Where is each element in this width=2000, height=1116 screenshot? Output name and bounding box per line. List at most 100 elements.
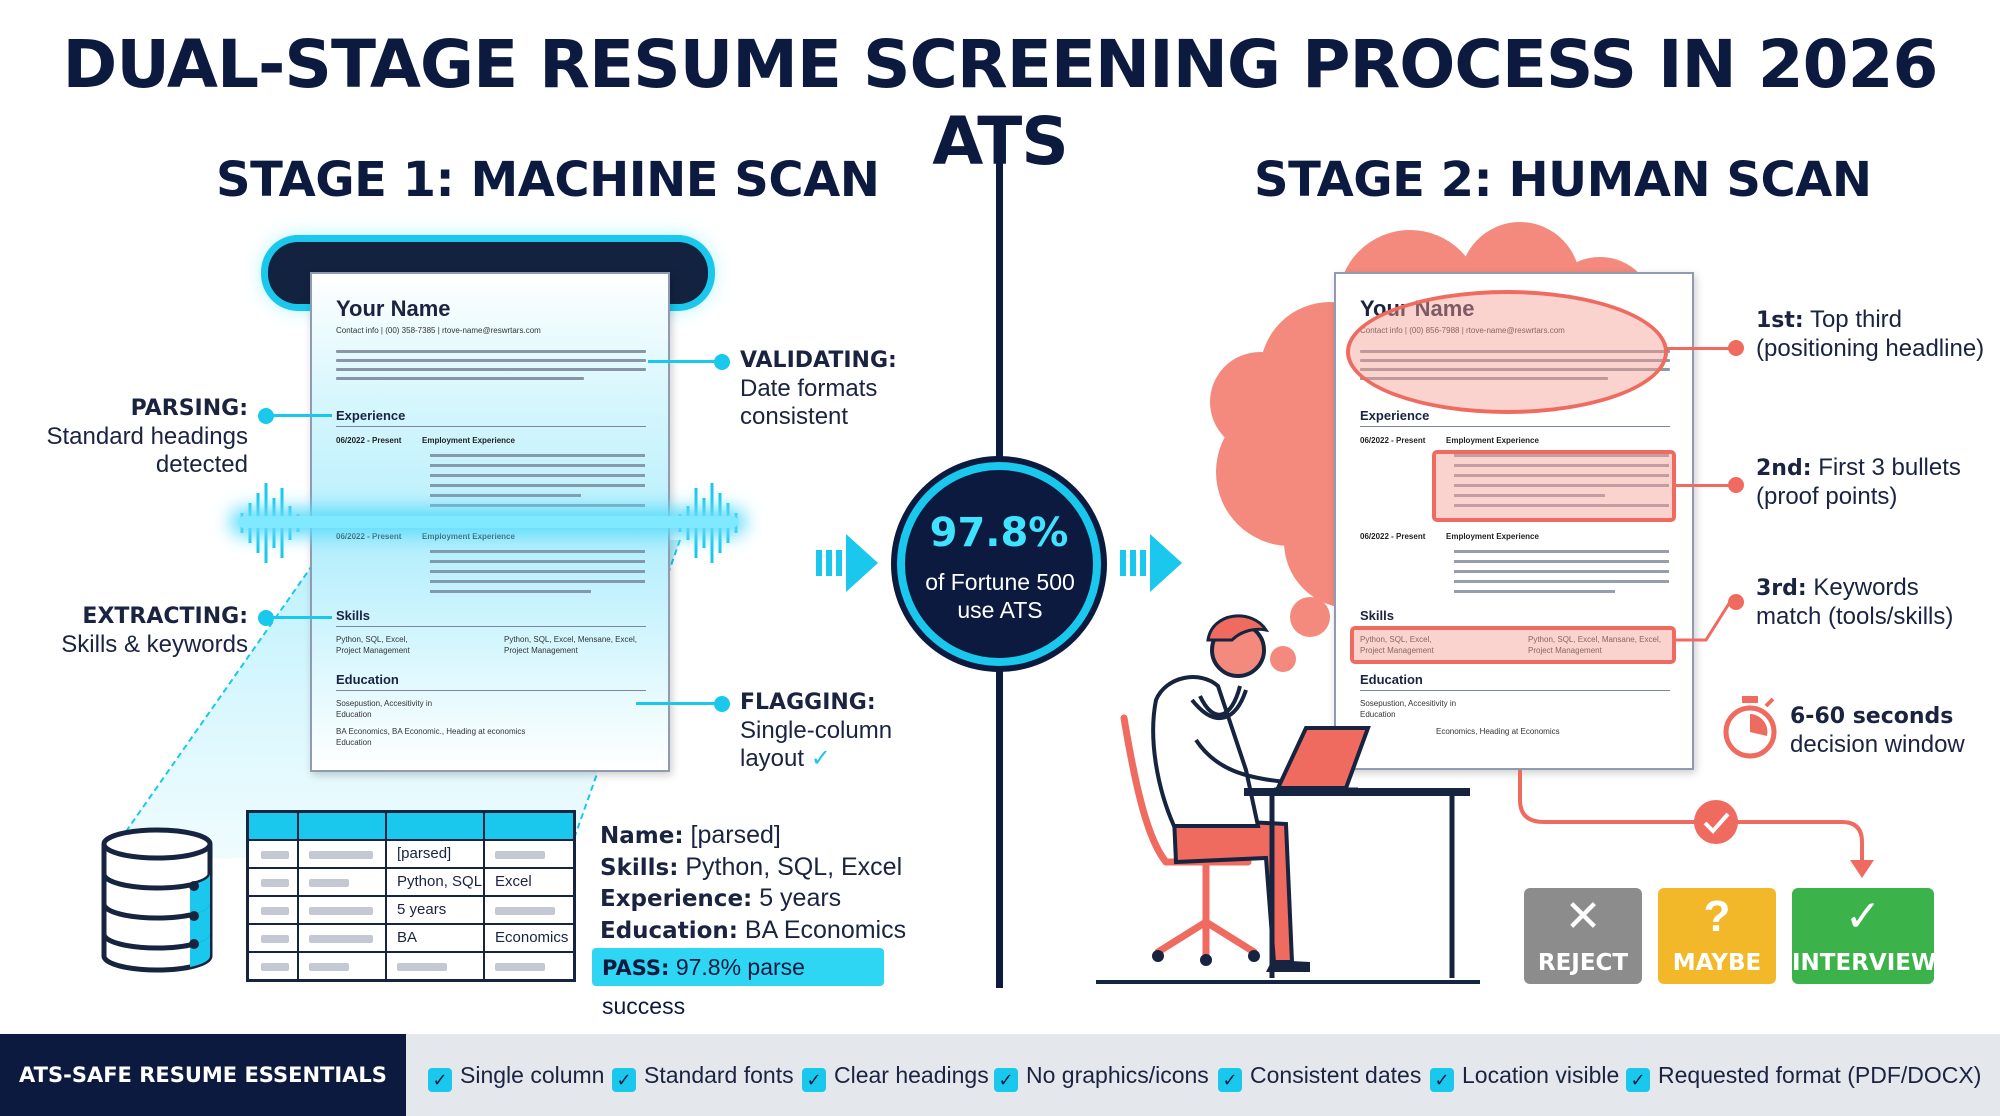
table-row: Python, SQL Excel [249, 867, 573, 895]
check-icon: ✓ [1626, 1068, 1650, 1092]
pass-label: PASS: [602, 956, 670, 980]
essential-item: ✓ Single column [428, 1062, 604, 1092]
thought-bubble-dot [1270, 646, 1296, 672]
essential-label: Location visible [1462, 1062, 1620, 1088]
main-title: DUAL-STAGE RESUME SCREENING PROCESS IN 2… [62, 26, 1939, 180]
resume-skills-right: Python, SQL, Excel, Mensane, Excel, Proj… [504, 635, 637, 655]
flow-arrow-icon [1120, 534, 1182, 592]
scan-line [238, 516, 738, 528]
resume-date: 06/2022 - Present [336, 436, 402, 445]
table-cell: BA [397, 929, 418, 946]
database-icon [101, 827, 213, 973]
callout-first-text: Top third (positioning headline) [1756, 306, 1985, 362]
callout-flagging: FLAGGING: Single-column layout ✓ [740, 688, 900, 773]
stopwatch-icon [1723, 696, 1777, 759]
decision-label: REJECT [1537, 950, 1629, 976]
resume-job-title: Employment Experience [422, 532, 515, 541]
highlight-first-bullets [1432, 450, 1676, 522]
highlight-keywords [1350, 626, 1676, 664]
pass-badge: PASS: 97.8% parse success [592, 948, 884, 1019]
stage2-title: STAGE 2: HUMAN SCAN [1254, 152, 1872, 208]
decision-flow-arrow [1518, 770, 1874, 878]
callout-parsing: PARSING: Standard headings detected [30, 394, 249, 479]
resume-job-title: Employment Experience [1446, 436, 1539, 445]
callout-validating-label: VALIDATING: [740, 348, 897, 373]
callout-third-text: Keywords match (tools/skills) [1756, 574, 1954, 630]
callout-parsing-label: PARSING: [130, 396, 248, 421]
callout-connector-line [1676, 601, 1732, 642]
check-icon: ✓ [428, 1068, 452, 1092]
check-icon: ✓ [994, 1068, 1018, 1092]
callout-connector [648, 360, 716, 363]
decision-maybe-card: ? MAYBE [1658, 888, 1776, 984]
check-icon: ✓ [802, 1068, 826, 1092]
essential-item: ✓ Location visible [1430, 1062, 1619, 1092]
resume-skills-left: Python, SQL, Excel, Project Management [336, 635, 410, 655]
table-cell: Economics [495, 929, 569, 946]
callout-extracting-label: EXTRACTING: [82, 604, 248, 629]
callout-time-label: 6-60 seconds [1790, 704, 1954, 729]
parsed-skills-value: Python, SQL, Excel [685, 852, 903, 881]
parsed-summary: Name: [parsed] Skills: Python, SQL, Exce… [600, 820, 906, 946]
callout-second-label: 2nd: [1756, 456, 1812, 481]
resume-education-2: Economics, Heading at Economics [1436, 727, 1560, 736]
callout-flagging-label: FLAGGING: [740, 690, 876, 715]
parsed-education-value: BA Economics [744, 915, 907, 944]
callout-time-text: decision window [1790, 731, 1965, 758]
table-cell: 5 years [397, 901, 447, 918]
callout-validating: VALIDATING: Date formats consistent [740, 346, 900, 431]
essential-label: No graphics/icons [1026, 1062, 1209, 1088]
resume-education-2: BA Economics, BA Economic., Heading at e… [336, 727, 526, 747]
highlight-top-third [1346, 290, 1668, 414]
callout-connector [1676, 484, 1736, 487]
callout-second: 2nd: First 3 bullets (proof points) [1756, 454, 1986, 511]
table-row: [parsed] [249, 839, 573, 867]
parsed-data-table: [parsed] Python, SQL Excel 5 years BA Ec… [246, 810, 576, 982]
question-icon: ? [1703, 892, 1731, 941]
callout-extracting: EXTRACTING: Skills & keywords [30, 602, 248, 659]
essential-item: ✓Clear headings [802, 1062, 989, 1092]
essential-label: Standard fonts [644, 1062, 794, 1088]
table-row: 5 years [249, 895, 573, 923]
essential-label: Requested format (PDF/DOCX) [1658, 1062, 1982, 1088]
resume-job-title: Employment Experience [1446, 532, 1539, 541]
resume-date: 06/2022 - Present [1360, 436, 1426, 445]
table-row: BA Economics [249, 923, 573, 951]
flow-arrow-icon [816, 534, 878, 592]
check-icon: ✓ [1218, 1068, 1242, 1092]
callout-dot [258, 408, 274, 424]
parsed-name-value: [parsed] [690, 821, 781, 849]
resume-heading-experience: Experience [336, 408, 406, 423]
check-icon: ✓ [1430, 1068, 1454, 1092]
footer-title: ATS-SAFE RESUME ESSENTIALS [0, 1034, 406, 1116]
recruiter-illustration [1096, 614, 1480, 984]
resume-bullets [430, 550, 645, 600]
callout-connector [272, 616, 332, 619]
check-icon: ✓ [1844, 892, 1882, 941]
decision-interview-card: ✓ INTERVIEW [1792, 888, 1937, 984]
resume-bullets [430, 454, 645, 514]
decision-label: INTERVIEW [1792, 950, 1937, 976]
callout-parsing-text: Standard headings detected [46, 423, 249, 478]
parsed-skills-label: Skills: [600, 854, 679, 881]
callout-connector [636, 702, 716, 705]
essentials-footer: ATS-SAFE RESUME ESSENTIALS ✓ Single colum… [0, 1034, 2000, 1116]
resume-bullets [1454, 550, 1669, 600]
pass-value: 97.8% parse success [602, 954, 805, 1019]
callout-dot [258, 610, 274, 626]
parsed-education-label: Education: [600, 917, 738, 944]
parsed-experience-value: 5 years [759, 884, 842, 912]
resume-education-1: Sosepustion, Accesitivity in Education [336, 699, 433, 719]
essential-item: ✓ Requested format (PDF/DOCX) [1626, 1062, 1981, 1092]
essential-label: Single column [460, 1062, 605, 1088]
resume-name: Your Name [336, 296, 451, 321]
table-row [249, 951, 573, 979]
table-cell: [parsed] [397, 845, 452, 862]
parsed-experience-label: Experience: [600, 886, 753, 912]
callout-dot [714, 354, 730, 370]
resume-heading-skills: Skills [336, 608, 370, 623]
callout-extracting-text: Skills & keywords [61, 631, 248, 658]
resume-skills-right: Python, SQL, Excel, Mansane, Excel, Proj… [1528, 635, 1661, 655]
check-icon: ✓ [810, 745, 831, 772]
callout-flagging-text: Single-column layout [740, 717, 893, 772]
